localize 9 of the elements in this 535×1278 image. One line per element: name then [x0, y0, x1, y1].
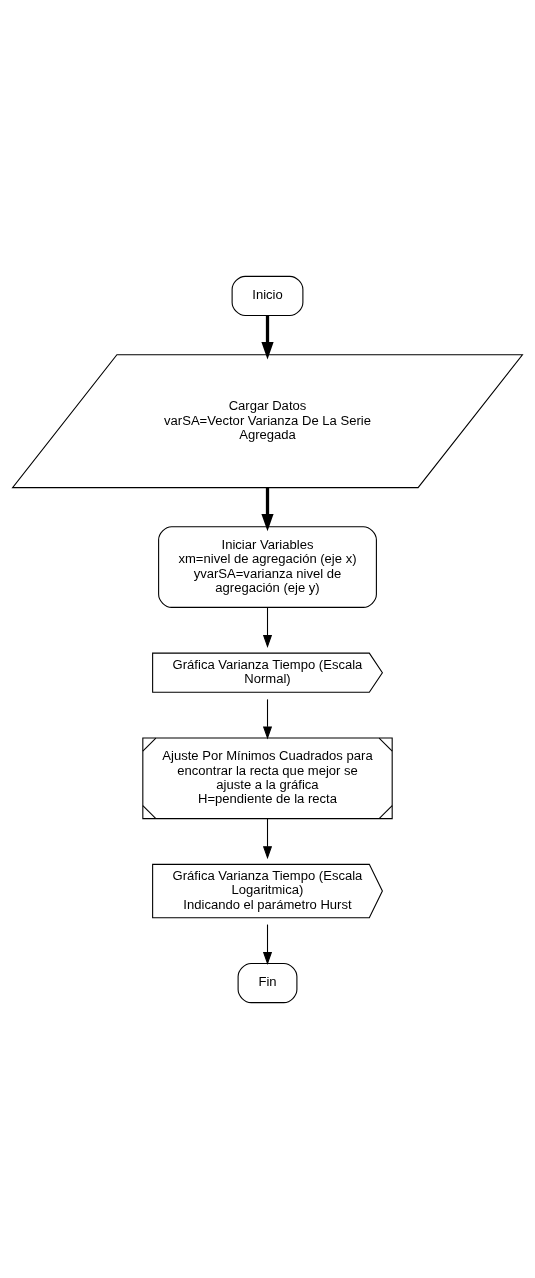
arrow [262, 698, 273, 739]
node-box: Inicio [231, 275, 304, 316]
arrow [261, 315, 274, 360]
arrow [261, 487, 274, 531]
arrow [262, 923, 273, 965]
node-box: Fin [237, 962, 298, 1003]
arrow [262, 606, 273, 648]
arrow [262, 817, 273, 859]
node-box: Iniciar Variables xm=nivel de agregación (eje x) yvarSA=varianza nivel de agregación (eje y) [158, 525, 377, 608]
